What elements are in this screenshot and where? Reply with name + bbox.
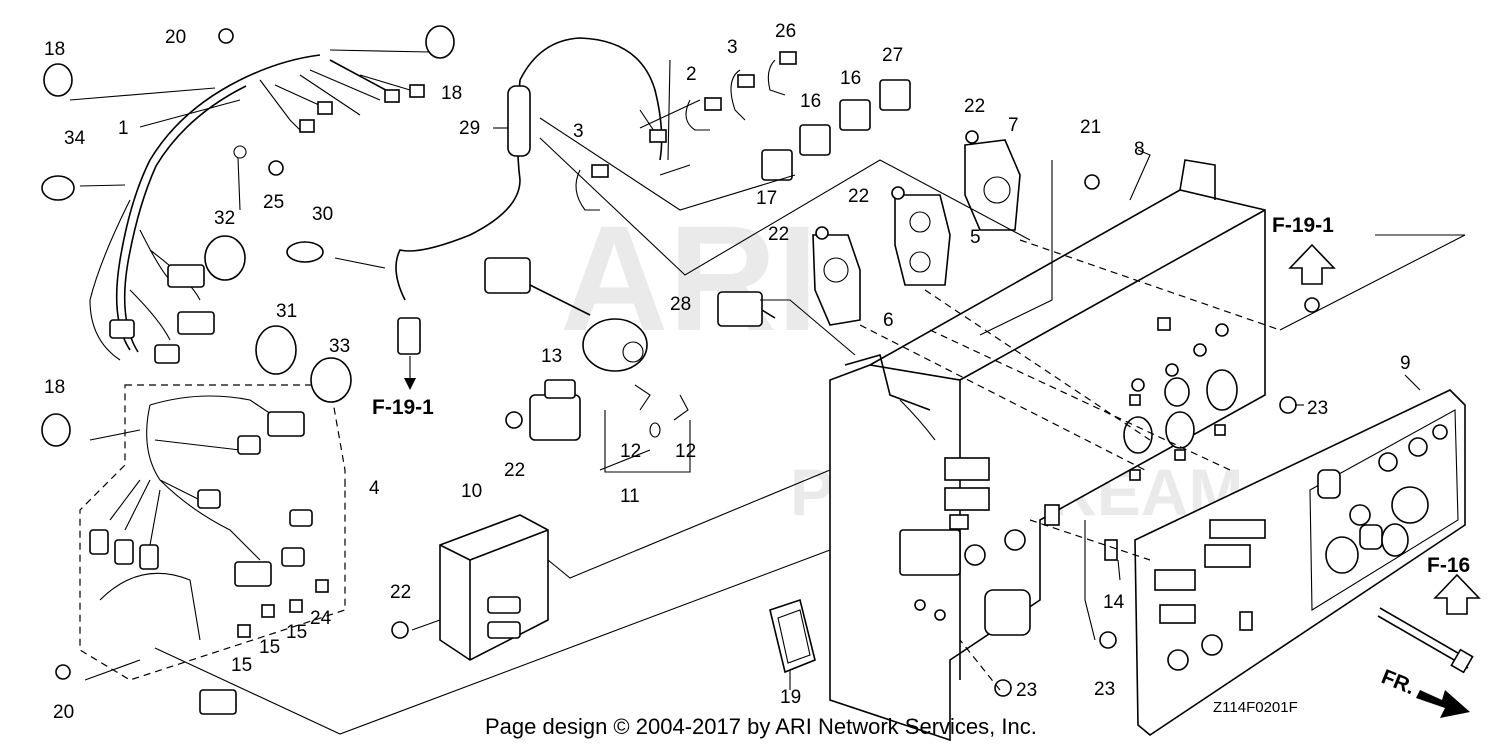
diagram-code: Z114F0201F [1213, 699, 1298, 716]
callout-27: 27 [882, 45, 903, 66]
ref-front: FR. [1378, 665, 1418, 699]
callout-15: 15 [286, 622, 307, 643]
callout-12: 12 [675, 441, 696, 462]
callout-4: 4 [369, 478, 380, 499]
callout-18: 18 [44, 377, 65, 398]
callout-11: 11 [620, 486, 640, 507]
callout-24: 24 [310, 608, 332, 629]
leader-lines [69, 49, 1466, 735]
ref-f19-top: F-19-1 [1272, 214, 1334, 237]
fasteners-and-clips [41, 25, 1320, 697]
callout-22: 22 [390, 582, 411, 603]
inverter-module [391, 514, 549, 661]
callout-30: 30 [312, 204, 333, 225]
reference-labels: F-19-1 F-19-1 F-16 FR. [372, 214, 1470, 699]
callout-7: 7 [1008, 115, 1019, 136]
callout-29: 29 [459, 118, 480, 139]
callout-22: 22 [848, 186, 869, 207]
callout-20: 20 [165, 27, 186, 48]
callout-6: 6 [883, 310, 894, 331]
callout-8: 8 [1134, 139, 1145, 160]
copyright-credit: Page design © 2004-2017 by ARI Network S… [485, 714, 1037, 739]
callout-15: 15 [231, 655, 252, 676]
callout-33: 33 [329, 336, 350, 357]
callout-12: 12 [620, 441, 641, 462]
switch-and-sensor [484, 257, 776, 438]
callout-20: 20 [53, 702, 74, 723]
callout-13: 13 [541, 346, 562, 367]
callout-23: 23 [1307, 398, 1328, 419]
callout-16: 16 [840, 68, 861, 89]
callout-18: 18 [44, 39, 65, 60]
callout-19: 19 [780, 687, 801, 708]
callout-25: 25 [263, 192, 284, 213]
terminal-leads [575, 51, 797, 211]
main-wiring-harness [89, 54, 425, 364]
ref-f16: F-16 [1427, 554, 1470, 577]
callout-18: 18 [441, 83, 462, 104]
callout-23: 23 [1094, 679, 1115, 700]
callout-3: 3 [573, 121, 584, 142]
callout-3: 3 [727, 37, 738, 58]
callout-2: 2 [686, 64, 697, 85]
callout-22: 22 [504, 460, 525, 481]
ref-f19-bottom: F-19-1 [372, 396, 434, 419]
regulator-13 [505, 379, 581, 441]
callout-28: 28 [670, 294, 691, 315]
callout-15: 15 [259, 637, 280, 658]
callout-14: 14 [1103, 592, 1125, 613]
circuit-breakers [761, 79, 911, 181]
sub-harness [79, 384, 346, 715]
receptacles [812, 139, 1021, 326]
front-panel-plate [1134, 389, 1466, 736]
callout-26: 26 [775, 21, 796, 42]
callout-21: 21 [1080, 117, 1101, 138]
callout-34: 34 [64, 128, 86, 149]
callout-31: 31 [276, 301, 297, 322]
callout-22: 22 [768, 224, 789, 245]
callout-16: 16 [800, 91, 821, 112]
reference-arrows [404, 243, 1481, 718]
callout-32: 32 [214, 208, 235, 229]
control-panel-box [829, 159, 1266, 742]
part-callouts: 1 2 3 3 4 5 6 7 8 9 10 11 12 12 13 14 15… [44, 21, 1411, 723]
grommet [769, 598, 816, 674]
callout-5: 5 [970, 227, 981, 248]
callout-17: 17 [756, 188, 777, 209]
alignment-lines [859, 239, 1281, 691]
callout-10: 10 [461, 481, 482, 502]
callout-23: 23 [1016, 680, 1037, 701]
callout-9: 9 [1400, 353, 1411, 374]
callout-22: 22 [964, 96, 985, 117]
through-bolt [1377, 607, 1474, 674]
output-cable [395, 37, 667, 355]
front-arrow-icon [1416, 690, 1470, 718]
callout-1: 1 [118, 118, 129, 139]
